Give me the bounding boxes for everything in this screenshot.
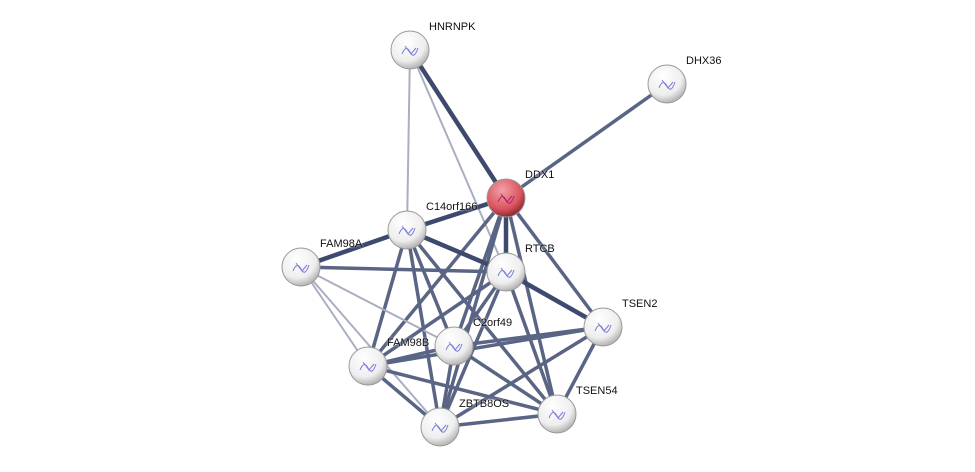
node-label: FAM98B [387,337,430,349]
protein-structure-icon [658,79,676,90]
edge-RTCB-FAM98B[interactable] [367,270,507,368]
node-bubble[interactable] [486,178,526,218]
edge-TSEN2-FAM98B[interactable] [367,325,604,368]
edge-FAM98A-RTCB[interactable] [300,265,507,274]
edge-C14orf166-TSEN54[interactable] [405,228,559,416]
edge-TSEN2-ZBTB8OS[interactable] [439,325,604,429]
node-bubble[interactable] [647,64,687,104]
node-label: C2orf49 [473,317,513,329]
node-label: TSEN54 [576,385,618,397]
node-bubble[interactable] [387,210,427,250]
node-TSEN54[interactable] [537,394,577,434]
edge-FAM98A-FAM98B[interactable] [300,266,369,367]
node-FAM98A[interactable] [281,247,321,287]
edge-DDX1-TSEN2[interactable] [504,196,605,329]
node-bubble[interactable] [583,307,623,347]
node-HNRNPK[interactable] [390,30,430,70]
node-RTCB[interactable] [486,252,526,292]
node-label: ZBTB8OS [459,398,510,410]
protein-structure-icon [401,45,419,56]
edge-HNRNPK-C14orf166[interactable] [406,49,411,231]
protein-structure-icon [548,409,566,420]
node-bubble[interactable] [434,326,474,366]
node-label: FAM98A [320,238,363,250]
node-label: RTCB [525,243,555,255]
node-FAM98B[interactable] [348,346,388,386]
node-bubble[interactable] [420,407,460,447]
edge-DDX1-TSEN54[interactable] [504,197,559,415]
edge-DHX36-DDX1[interactable] [504,82,669,200]
edge-FAM98B-TSEN54[interactable] [367,364,558,416]
node-bubble[interactable] [281,247,321,287]
node-bubble[interactable] [486,252,526,292]
protein-structure-icon [359,361,377,372]
protein-structure-icon [292,262,310,273]
protein-structure-icon [445,341,463,352]
edge-FAM98A-C2orf49[interactable] [300,266,455,347]
node-bubble[interactable] [348,346,388,386]
edge-HNRNPK-RTCB[interactable] [409,49,507,273]
protein-structure-icon [398,225,416,236]
edge-C14orf166-C2orf49[interactable] [405,229,456,347]
node-ZBTB8OS[interactable] [420,407,460,447]
edge-ZBTB8OS-TSEN54[interactable] [439,412,558,429]
edge-HNRNPK-DDX1[interactable] [408,48,508,200]
protein-structure-icon [594,322,612,333]
node-bubble[interactable] [537,394,577,434]
node-label: DDX1 [525,169,555,181]
node-DDX1[interactable] [486,178,526,218]
edge-C2orf49-TSEN54[interactable] [453,344,558,416]
node-bubble[interactable] [390,30,430,70]
node-label: HNRNPK [429,21,476,33]
protein-structure-icon [431,422,449,433]
edge-C14orf166-FAM98B[interactable] [366,229,409,367]
edge-DDX1-FAM98B[interactable] [366,196,508,368]
node-C2orf49[interactable] [434,326,474,366]
node-label: C14orf166 [426,201,478,213]
node-DHX36[interactable] [647,64,687,104]
node-label: DHX36 [686,55,722,67]
node-C14orf166[interactable] [387,210,427,250]
protein-structure-icon [497,267,515,278]
node-label: TSEN2 [622,298,658,310]
node-TSEN2[interactable] [583,307,623,347]
protein-structure-icon [497,193,515,204]
edge-RTCB-TSEN54[interactable] [504,271,559,415]
